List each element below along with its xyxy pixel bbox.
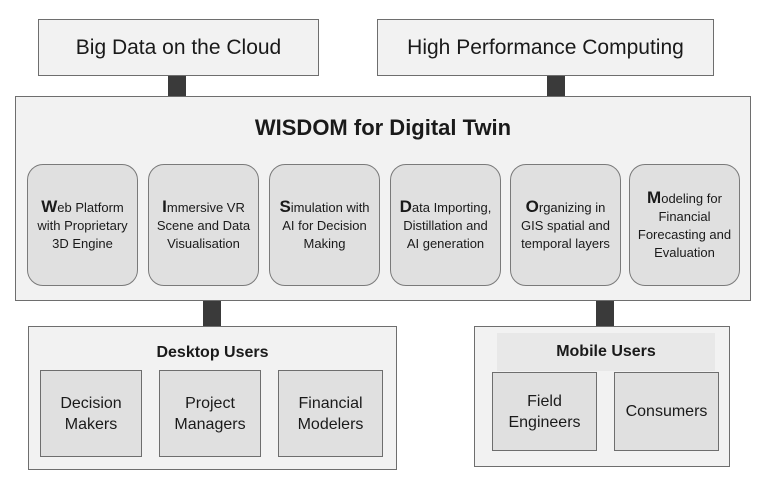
module-immersive-vr: Immersive VR Scene and Data Visualisatio… [148, 164, 259, 286]
hpc-box: High Performance Computing [377, 19, 714, 76]
module-initial: D [399, 196, 412, 216]
connector-main-to-desktop [203, 301, 221, 326]
user-financial-modelers: Financial Modelers [278, 370, 383, 457]
module-label: imulation with AI for Decision Making [282, 199, 370, 251]
user-label: Project Managers [174, 394, 246, 433]
module-label: odeling for Financial Forecasting and Ev… [637, 190, 732, 260]
module-initial: M [647, 187, 662, 207]
user-field-engineers: Field Engineers [492, 372, 597, 451]
connector-hpc-to-main [547, 76, 565, 96]
module-simulation: Simulation with AI for Decision Making [269, 164, 380, 286]
user-project-managers: Project Managers [159, 370, 261, 457]
module-initial: O [525, 196, 539, 216]
desktop-users-title: Desktop Users [156, 344, 269, 361]
module-label: eb Platform with Proprietary 3D Engine [37, 199, 128, 251]
user-label: Decision Makers [60, 394, 122, 433]
module-label: rganizing in GIS spatial and temporal la… [521, 199, 610, 251]
user-label: Consumers [625, 403, 708, 420]
module-label: mmersive VR Scene and Data Visualisation [156, 199, 251, 251]
mobile-users-box: Mobile Users Field Engineers Consumers [474, 326, 730, 467]
user-label: Field Engineers [508, 392, 581, 431]
module-initial: S [279, 196, 291, 216]
module-initial: I [162, 196, 167, 216]
big-data-cloud-box: Big Data on the Cloud [38, 19, 319, 76]
user-consumers: Consumers [614, 372, 719, 451]
connector-main-to-mobile [596, 301, 614, 326]
user-decision-makers: Decision Makers [40, 370, 142, 457]
module-organizing-gis: Organizing in GIS spatial and temporal l… [510, 164, 621, 286]
desktop-users-box: Desktop Users Decision Makers Project Ma… [28, 326, 397, 470]
big-data-cloud-label: Big Data on the Cloud [75, 35, 282, 59]
module-web-platform: Web Platform with Proprietary 3D Engine [27, 164, 138, 286]
module-modeling-financial: Modeling for Financial Forecasting and E… [629, 164, 740, 286]
mobile-users-title: Mobile Users [497, 333, 715, 371]
wisdom-platform-box: WISDOM for Digital Twin Web Platform wit… [15, 96, 751, 301]
user-label: Financial Modelers [297, 394, 364, 433]
module-data-importing: Data Importing, Distillation and AI gene… [390, 164, 501, 286]
module-initial: W [41, 196, 58, 216]
hpc-label: High Performance Computing [407, 35, 684, 59]
connector-cloud-to-main [168, 76, 186, 96]
module-label: ata Importing, Distillation and AI gener… [403, 199, 492, 251]
wisdom-title: WISDOM for Digital Twin [254, 115, 512, 140]
